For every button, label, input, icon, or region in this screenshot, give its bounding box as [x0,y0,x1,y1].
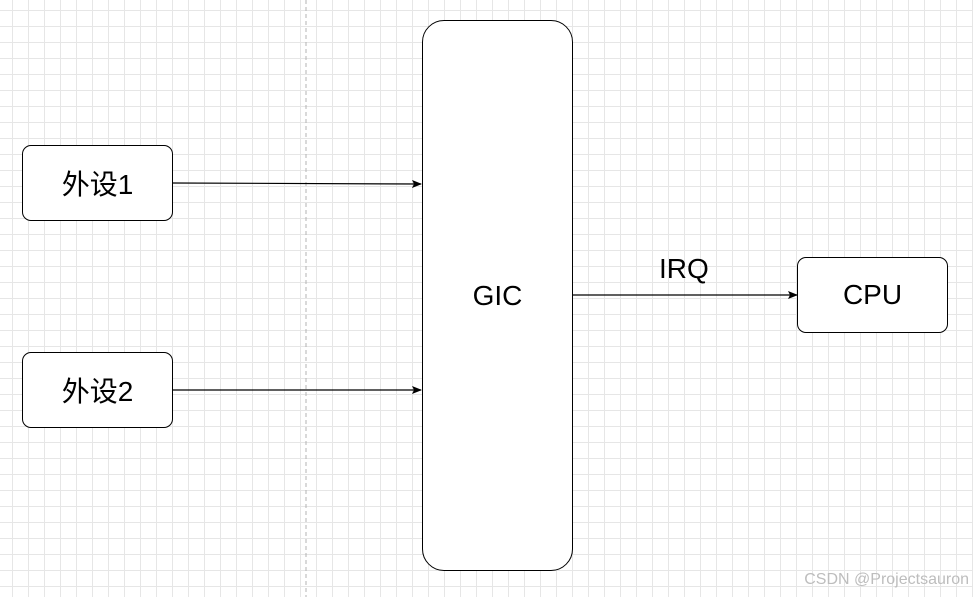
node-peripheral1[interactable]: 外设1 [22,145,173,221]
arrow-peripheral1-to-gic [171,179,422,188]
node-gic-label: GIC [472,279,523,311]
node-gic[interactable]: GIC [422,20,573,571]
node-cpu-label: CPU [842,279,903,310]
watermark: CSDN @Projectsauron [804,571,969,588]
node-peripheral2-label: 外设2 [61,376,134,407]
node-peripheral2[interactable]: 外设2 [22,352,173,428]
node-cpu[interactable]: CPU [797,257,948,333]
edge-label-irq: IRQ [659,253,709,284]
node-peripheral1-label: 外设1 [61,169,134,200]
